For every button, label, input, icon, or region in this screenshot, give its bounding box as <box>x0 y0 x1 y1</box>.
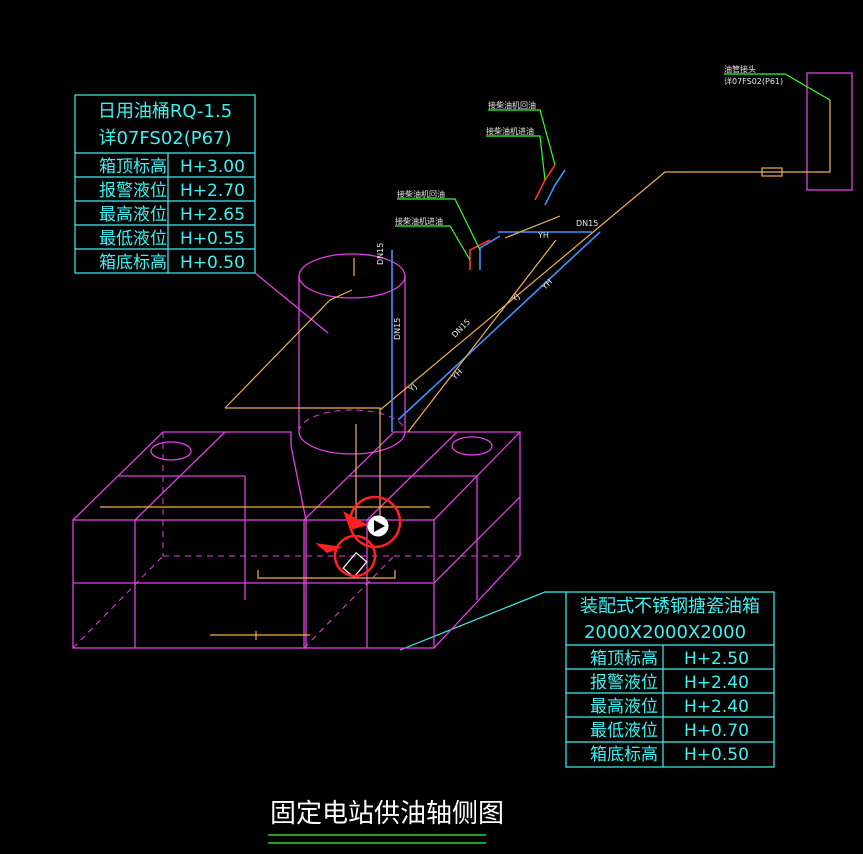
genset-supply-label: 接柴油机进油 <box>486 126 534 136</box>
storage-row-label: 报警液位 <box>590 673 658 693</box>
pipe-label-dn: DN15 <box>376 243 385 265</box>
daily-oil-tank <box>298 253 406 455</box>
genset-supply-label: 接柴油机进油 <box>395 216 443 226</box>
daily-row-value: H+0.55 <box>180 229 245 249</box>
storage-row-label: 最低液位 <box>590 721 658 741</box>
storage-tank-size: 2000X2000X2000 <box>584 622 746 643</box>
daily-row-value: H+2.70 <box>180 181 245 201</box>
filter-highlight-circle <box>333 534 377 578</box>
storage-row-label: 箱底标高 <box>590 745 658 765</box>
daily-row-value: H+0.50 <box>180 253 245 273</box>
pipe-label-yh: YH <box>537 231 549 240</box>
daily-row-label: 最低液位 <box>99 229 167 249</box>
daily-row-value: H+2.65 <box>180 205 245 225</box>
storage-table-leader <box>399 591 566 651</box>
daily-row-label: 最高液位 <box>99 205 167 225</box>
storage-row-value: H+2.40 <box>684 673 749 693</box>
pipe-label-yh: YH <box>539 277 554 292</box>
daily-row-label: 箱底标高 <box>99 253 167 273</box>
genset-return-label: 接柴油机回油 <box>488 100 536 110</box>
red-arrow-icon <box>315 543 343 553</box>
daily-table-leader <box>254 272 329 334</box>
daily-row-value: H+3.00 <box>180 157 245 177</box>
oil-connector-box <box>806 72 853 191</box>
drawing-title: 固定电站供油轴侧图 <box>270 799 504 829</box>
daily-tank-reference: 详07FS02(P67) <box>98 128 231 149</box>
highlight-annotations <box>315 495 402 578</box>
red-arrow-icon <box>343 511 368 530</box>
pipe-label-dn: DN15 <box>576 219 598 228</box>
daily-row-label: 报警液位 <box>99 181 167 201</box>
pipe-label-dn: DN15 <box>393 318 402 340</box>
storage-tank-table: 装配式不锈钢搪瓷油箱 2000X2000X2000 箱顶标高 H+2.50 报警… <box>565 591 775 768</box>
genset-return-label: 接柴油机回油 <box>397 189 445 199</box>
storage-row-label: 箱顶标高 <box>590 649 658 669</box>
daily-tank-title: 日用油桶RQ-1.5 <box>98 101 232 122</box>
daily-tank-table: 日用油桶RQ-1.5 详07FS02(P67) 箱顶标高 H+3.00 报警液位… <box>74 94 256 274</box>
storage-tank-title: 装配式不锈钢搪瓷油箱 <box>580 596 760 617</box>
storage-row-value: H+0.50 <box>684 745 749 765</box>
storage-row-value: H+2.40 <box>684 697 749 717</box>
oil-connector-label: 油管接头 <box>724 64 756 74</box>
storage-oil-tank <box>72 431 521 649</box>
daily-row-label: 箱顶标高 <box>99 157 167 177</box>
storage-row-label: 最高液位 <box>590 697 658 717</box>
oil-connector-ref: 详07FS02(P61) <box>724 76 783 86</box>
pipe-label-yj: YJ <box>406 382 418 394</box>
storage-row-value: H+2.50 <box>684 649 749 669</box>
storage-row-value: H+0.70 <box>684 721 749 741</box>
